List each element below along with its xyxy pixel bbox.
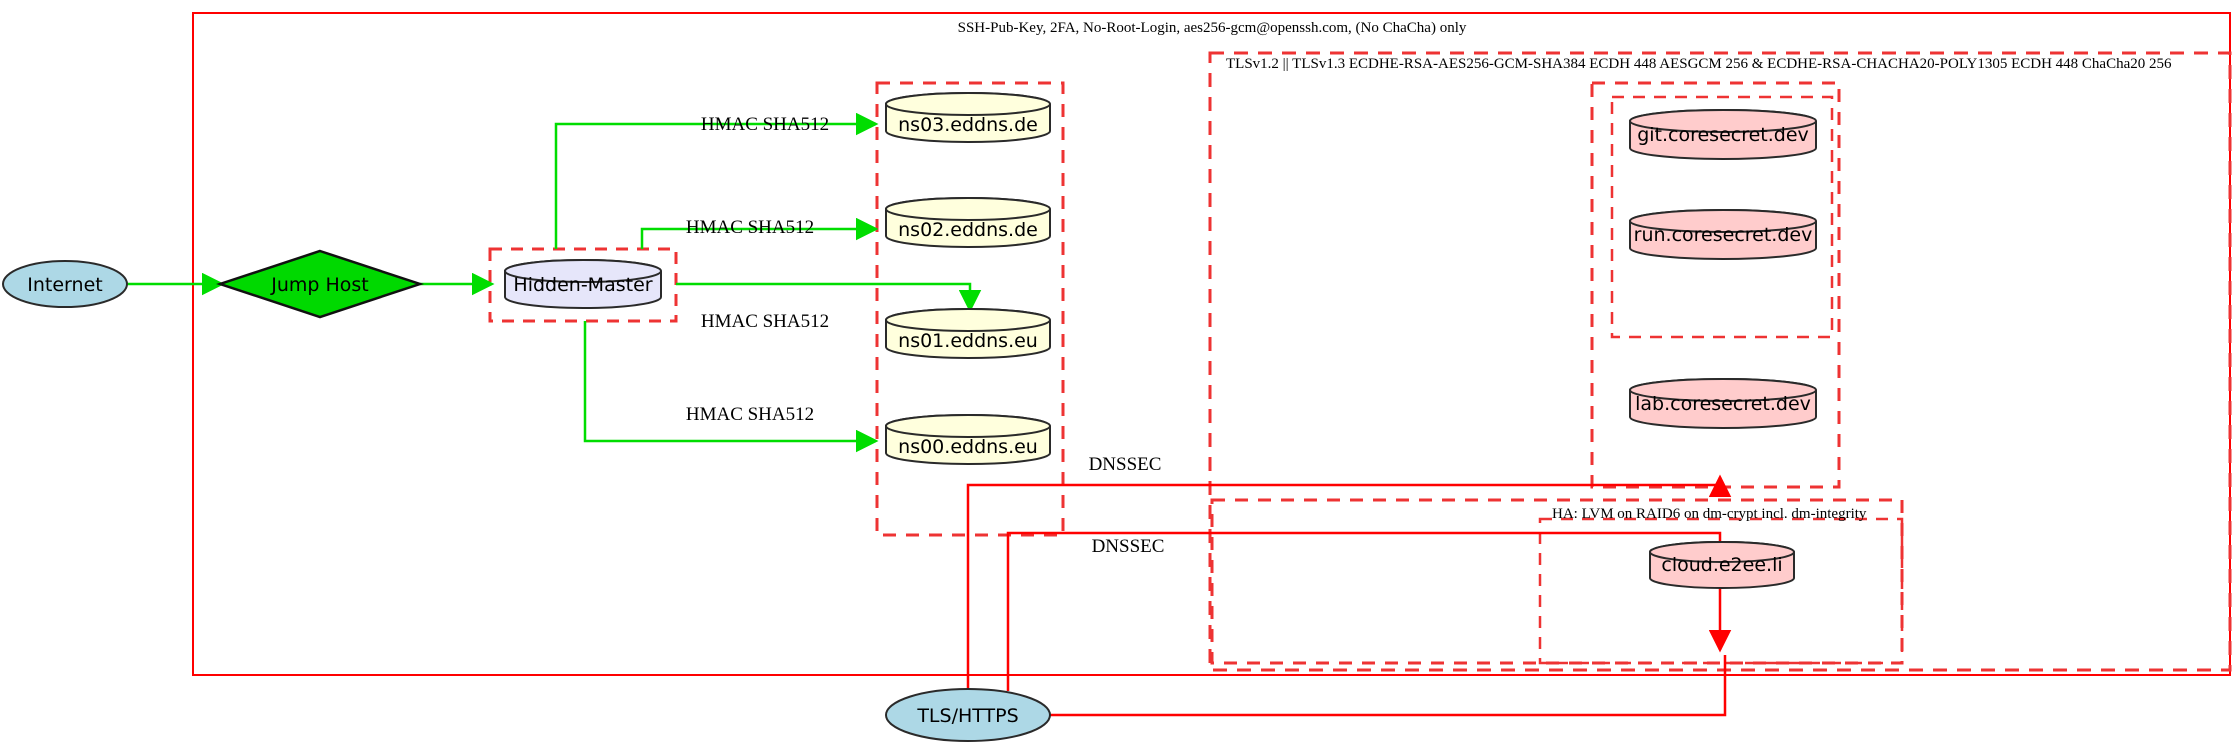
dns-zone-box (875, 81, 1065, 537)
node-ns01-label: ns01.eddns.eu (898, 330, 1038, 352)
edge-label-dnssec-lower: DNSSEC (1092, 536, 1165, 557)
edge-dnssec-lower (1006, 531, 1732, 691)
edge-master-to-ns00 (583, 321, 879, 453)
ha-policy-label: HA: LVM on RAID6 on dm-crypt incl. dm-in… (1552, 506, 1867, 522)
node-cloud-label: cloud.e2ee.li (1661, 554, 1782, 576)
node-hidden-master-label: Hidden-Master (513, 274, 652, 296)
edge-label-dnssec-upper: DNSSEC (1089, 454, 1162, 475)
edge-label-hmac-ns00: HMAC SHA512 (686, 404, 814, 425)
node-cloud-e2ee[interactable]: cloud.e2ee.li (1649, 541, 1795, 589)
node-ns01[interactable]: ns01.eddns.eu (885, 308, 1051, 359)
node-lab-coresecret[interactable]: lab.coresecret.dev (1629, 378, 1817, 429)
node-run-label: run.coresecret.dev (1634, 224, 1813, 246)
ssh-policy-label: SSH-Pub-Key, 2FA, No-Root-Login, aes256-… (958, 20, 1467, 36)
edge-dnssec-upper (966, 474, 1732, 691)
edge-tls-to-cluster (1050, 655, 1727, 717)
node-ns03[interactable]: ns03.eddns.de (885, 92, 1051, 143)
node-run-coresecret[interactable]: run.coresecret.dev (1629, 209, 1817, 260)
node-tls-https-label: TLS/HTTPS (916, 705, 1018, 727)
ssh-boundary-box (192, 12, 2231, 676)
node-ns03-label: ns03.eddns.de (898, 114, 1038, 136)
edge-master-to-ns03 (554, 112, 879, 249)
coresecret-cluster-box (1590, 81, 1841, 489)
edge-master-to-ns01 (676, 282, 982, 313)
tls-boundary-box (1208, 51, 2232, 672)
edge-master-to-ns02 (640, 217, 879, 249)
node-lab-label: lab.coresecret.dev (1635, 393, 1811, 415)
node-hidden-master[interactable]: Hidden-Master (504, 259, 662, 309)
node-tls-https[interactable]: TLS/HTTPS (885, 688, 1051, 742)
node-ns00-label: ns00.eddns.eu (898, 436, 1038, 458)
edge-label-hmac-ns01: HMAC SHA512 (701, 311, 829, 332)
edge-label-hmac-ns03: HMAC SHA512 (701, 114, 829, 135)
coresecret-inner-box (1610, 95, 1834, 339)
node-git-label: git.coresecret.dev (1637, 124, 1809, 146)
node-git-coresecret[interactable]: git.coresecret.dev (1629, 109, 1817, 160)
node-ns00[interactable]: ns00.eddns.eu (885, 414, 1051, 465)
node-internet-label: Internet (27, 274, 102, 296)
node-jump-host-label: Jump Host (270, 274, 369, 296)
node-internet[interactable]: Internet (2, 260, 128, 308)
node-ns02-label: ns02.eddns.de (898, 219, 1038, 241)
node-ns02[interactable]: ns02.eddns.de (885, 197, 1051, 248)
node-jump-host[interactable]: Jump Host (216, 249, 424, 319)
edge-label-hmac-ns02: HMAC SHA512 (686, 217, 814, 238)
ha-cluster-box (1210, 498, 1904, 665)
tls-policy-label: TLSv1.2 || TLSv1.3 ECDHE-RSA-AES256-GCM-… (1226, 56, 2172, 72)
